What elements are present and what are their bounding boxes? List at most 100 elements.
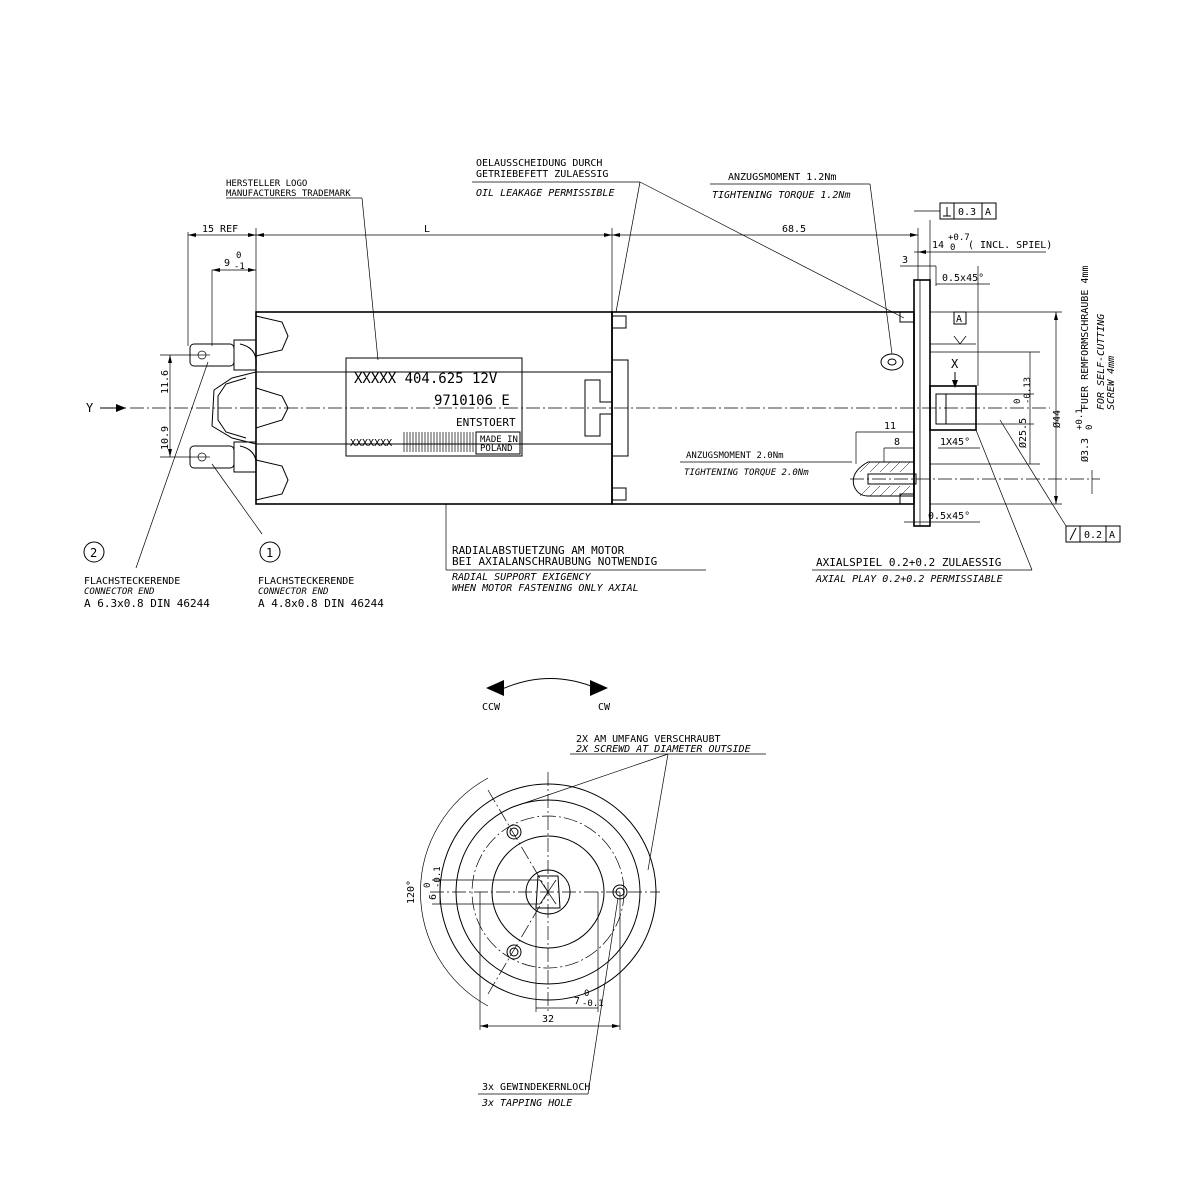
label-line-3: ENTSTOERT — [456, 416, 516, 429]
label-line-1: XXXXX 404.625 12V — [354, 371, 498, 387]
dia-3-3: Ø3.3 — [1079, 438, 1091, 462]
note-oil-de-1: OELAUSSCHEIDUNG DURCH — [476, 158, 602, 169]
dim-11-6: 11.6 — [160, 370, 171, 394]
chamfer-shaft: 1X45° — [940, 437, 970, 448]
runout-datum: A — [1109, 530, 1115, 541]
runout-value: 0.2 — [1084, 530, 1102, 541]
note-screw-en-2: SCREW 4mm — [1106, 356, 1117, 410]
datum-a-label: A — [956, 314, 962, 325]
gearbox-step-bottom — [611, 487, 627, 501]
motor-side-view: Y — [86, 279, 1100, 527]
dia-44: Ø44 — [1051, 410, 1063, 428]
note-screwed-de: 2X AM UMFANG VERSCHRAUBT — [576, 734, 721, 745]
note-tapping-en: 3x TAPPING HOLE — [481, 1098, 572, 1109]
rotation-arc — [499, 677, 597, 691]
dim-9-tol-upper: 0 — [236, 251, 241, 261]
dim-14: 14 — [932, 240, 944, 251]
mounting-flange — [913, 279, 931, 527]
dim-7: 7 — [574, 996, 580, 1007]
label-origin-2: POLAND — [480, 444, 513, 454]
dim-11: 11 — [884, 421, 896, 432]
connector-2-bubble — [83, 541, 105, 563]
gearbox-step-top — [611, 315, 627, 329]
label-origin-1: MADE IN — [480, 435, 518, 445]
label-plate: XXXXX 404.625 12V 9710106 E ENTSTOERT XX… — [345, 357, 523, 457]
connector-callouts: 2 FLACHSTECKERENDE CONNECTOR END A 6.3x0… — [83, 361, 384, 610]
dim-14-tol-upper: +0.7 — [948, 233, 970, 243]
top-dimensions: 15 REF L 68.5 9 0 -1 14 +0.7 0 ( INCL. S… — [160, 202, 1121, 543]
dim-6-tol-upper: 0 — [423, 883, 433, 888]
barcode — [403, 432, 474, 452]
note-screw-en-1: FOR SELF-CUTTING — [1096, 314, 1107, 410]
cw-label: CW — [598, 702, 611, 713]
note-radial-en-2: WHEN MOTOR FASTENING ONLY AXIAL — [452, 583, 639, 594]
connector-1-number: 1 — [266, 546, 273, 560]
dim-10-9: 10.9 — [160, 426, 171, 450]
angle-120-arc — [420, 777, 489, 1007]
dim-14-note: ( INCL. SPIEL) — [968, 240, 1052, 251]
dia-3-3-tol-upper: +0.1 — [1075, 408, 1085, 430]
dia-25-5: Ø25.5 — [1017, 418, 1029, 448]
y-arrow-head — [116, 404, 126, 412]
note-torque12-de: ANZUGSMOMENT 1.2Nm — [728, 172, 836, 183]
connector-1-subtitle: CONNECTOR END — [258, 587, 328, 597]
note-screw-de: FUER REMFORMSCHRAUBE 4mm — [1080, 266, 1091, 411]
perp-value: 0.3 — [958, 207, 976, 218]
y-axis-label: Y — [86, 401, 94, 415]
dim-8: 8 — [894, 437, 900, 448]
note-torque20-de: ANZUGSMOMENT 2.0Nm — [686, 451, 784, 461]
connector-2-title: FLACHSTECKERENDE — [84, 576, 180, 587]
connector-1-spec: A 4.8x0.8 DIN 46244 — [258, 597, 384, 610]
connector-1-bubble — [259, 541, 281, 563]
note-radial-en-1: RADIAL SUPPORT EXIGENCY — [452, 572, 591, 583]
connector-2-number: 2 — [90, 546, 97, 560]
chamfer-bottom: 0.5x45° — [928, 511, 970, 522]
dim-7-tol-lower: -0.1 — [582, 999, 604, 1009]
note-axial-en: AXIAL PLAY 0.2+0.2 PERMISSIABLE — [815, 574, 1003, 585]
dia-25-5-tol-upper: 0 — [1013, 399, 1023, 404]
dim-6: 6 — [428, 894, 439, 900]
label-line-2: 9710106 E — [434, 393, 510, 409]
note-torque12-en: TIGHTENING TORQUE 1.2Nm — [712, 190, 850, 201]
tapping-hole-3 — [506, 944, 522, 960]
note-radial-de-1: RADIALABSTUETZUNG AM MOTOR — [452, 544, 625, 557]
label-code: XXXXXXX — [350, 438, 392, 449]
dim-3: 3 — [902, 255, 908, 266]
output-shaft — [935, 393, 977, 425]
dim-68-5: 68.5 — [782, 224, 806, 235]
note-tapping-de: 3x GEWINDEKERNLOCH — [482, 1082, 590, 1093]
dim-14-tol-lower: 0 — [950, 243, 955, 253]
note-screwed-en: 2X SCREWD AT DIAMETER OUTSIDE — [576, 744, 751, 755]
dim-7-tol-upper: 0 — [584, 989, 589, 999]
dim-32: 32 — [542, 1014, 554, 1025]
end-view: CCW CW 120° 6 0 -0.1 — [406, 677, 766, 1109]
x-label: X — [951, 357, 959, 371]
note-logo-en: MANUFACTURERS TRADEMARK — [226, 189, 351, 199]
dia-25-5-tol-lower: -0.13 — [1023, 377, 1033, 404]
note-radial-de-2: BEI AXIALANSCHRAUBUNG NOTWENDIG — [452, 555, 657, 568]
dim-length-L: L — [424, 224, 430, 235]
cw-arrow-head — [590, 680, 608, 696]
dim-9-tol-lower: -1 — [234, 262, 245, 272]
ccw-arrow-head — [486, 680, 504, 696]
dim-15-ref: 15 REF — [202, 224, 238, 235]
dim-9: 9 — [224, 258, 230, 269]
connector-1-title: FLACHSTECKERENDE — [258, 576, 354, 587]
top-view-notes: HERSTELLER LOGO MANUFACTURERS TRADEMARK … — [226, 158, 1033, 594]
connector-end — [189, 315, 289, 501]
note-oil-de-2: GETRIEBEFETT ZULAESSIG — [476, 169, 608, 180]
perpendicularity-frame — [939, 202, 997, 220]
chamfer-top: 0.5x45° — [942, 273, 984, 284]
note-logo-de: HERSTELLER LOGO — [226, 179, 307, 189]
screw-hole-top — [887, 358, 897, 366]
angle-120: 120° — [406, 880, 417, 904]
note-oil-en: OIL LEAKAGE PERMISSIBLE — [476, 188, 614, 199]
connector-2-subtitle: CONNECTOR END — [84, 587, 154, 597]
note-axial-de: AXIALSPIEL 0.2+0.2 ZULAESSIG — [816, 556, 1001, 569]
connector-2-spec: A 6.3x0.8 DIN 46244 — [84, 597, 210, 610]
note-torque20-en: TIGHTENING TORQUE 2.0Nm — [684, 468, 809, 478]
dia-3-3-tol-lower: 0 — [1085, 425, 1095, 430]
perp-datum: A — [985, 207, 991, 218]
dim-6-tol-lower: -0.1 — [433, 866, 443, 888]
